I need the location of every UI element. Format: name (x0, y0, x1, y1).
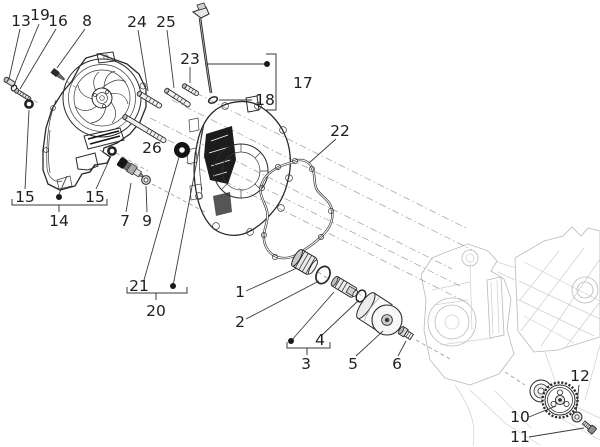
sensor-7-drawing (117, 157, 144, 178)
fitting-6-drawing (397, 325, 415, 341)
screw-8-drawing (50, 67, 65, 81)
crankcase-cover-drawing (174, 95, 293, 236)
gasket-drawing (259, 158, 334, 260)
oring-18-part (207, 96, 219, 104)
callout-10: 10 (510, 408, 530, 426)
grommet-15b-part (107, 146, 117, 156)
callout-16: 16 (48, 12, 68, 30)
oring-2-drawing (315, 265, 331, 285)
callout-15a: 15 (15, 188, 35, 206)
callout-15b: 15 (85, 188, 105, 206)
callout-13: 13 (11, 12, 31, 30)
callout-21: 21 (129, 277, 149, 295)
callout-22: 22 (330, 122, 350, 140)
pump-gear-10-drawing (529, 379, 579, 419)
callout-2: 2 (235, 313, 245, 331)
callout-14: 14 (49, 212, 69, 230)
callout-labels: 13 19 16 8 24 25 23 17 18 22 26 15 15 14… (11, 6, 590, 446)
callout-9: 9 (142, 212, 152, 230)
callout-6: 6 (392, 355, 402, 373)
callout-11: 11 (510, 428, 530, 446)
callout-7: 7 (120, 212, 130, 230)
screw-26-drawing (122, 114, 167, 144)
callout-23: 23 (180, 50, 200, 68)
callout-4: 4 (315, 331, 325, 349)
grommet-15a-part (24, 99, 34, 109)
screw-23-drawing (181, 83, 200, 96)
callout-20: 20 (146, 302, 166, 320)
nut-9-drawing (141, 175, 151, 185)
alignment-dashes (10, 77, 526, 386)
callout-5: 5 (348, 355, 358, 373)
fan-cover-drawing (42, 51, 147, 191)
callout-25: 25 (156, 13, 176, 31)
callout-1: 1 (235, 283, 245, 301)
group-brackets (11, 53, 331, 355)
bolt-11-drawing (581, 420, 597, 435)
callout-8: 8 (82, 12, 92, 30)
callout-12: 12 (570, 367, 590, 385)
bypass-valve-drawing (330, 275, 358, 298)
screw-25-drawing (164, 87, 191, 108)
fan-spokes (75, 70, 129, 124)
fastener-13-19-16-drawing (3, 76, 31, 101)
screw-24-drawing (136, 90, 163, 109)
oil-filter-5-drawing (356, 292, 403, 336)
callout-24: 24 (127, 13, 147, 31)
dipstick-drawing (191, 2, 219, 104)
ghost-scooter-frame (420, 226, 600, 447)
callout-18: 18 (255, 91, 275, 109)
leader-lines (8, 23, 585, 438)
callout-26: 26 (142, 139, 162, 157)
callout-19: 19 (30, 6, 50, 24)
callout-17: 17 (293, 74, 313, 92)
washer-12-drawing (571, 411, 583, 423)
oil-plug-1-drawing (291, 248, 319, 275)
assembly-dots (56, 61, 294, 344)
callout-3: 3 (301, 355, 311, 373)
